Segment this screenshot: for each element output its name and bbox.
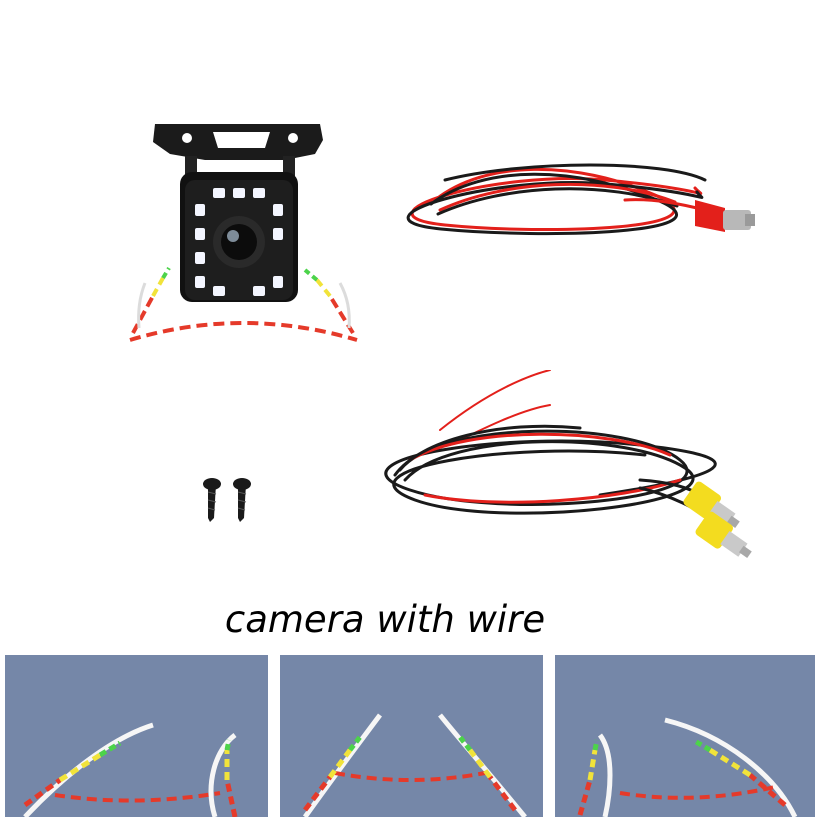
backup-camera-image: [129, 124, 358, 342]
guide-panel-right: [555, 655, 815, 817]
power-cable-image: [406, 163, 755, 236]
mounting-screws-image: [203, 478, 251, 522]
dc-plug: [695, 200, 755, 232]
camera-guide-lines: [129, 266, 358, 342]
led-ring: [195, 188, 283, 296]
guide-panel-center: [280, 655, 543, 817]
video-cable-image: [384, 370, 752, 559]
parking-guide-strip: [5, 655, 815, 817]
rca-plugs: [683, 481, 752, 559]
caption: camera with wire: [224, 598, 546, 641]
guide-panel-left: [5, 655, 268, 817]
